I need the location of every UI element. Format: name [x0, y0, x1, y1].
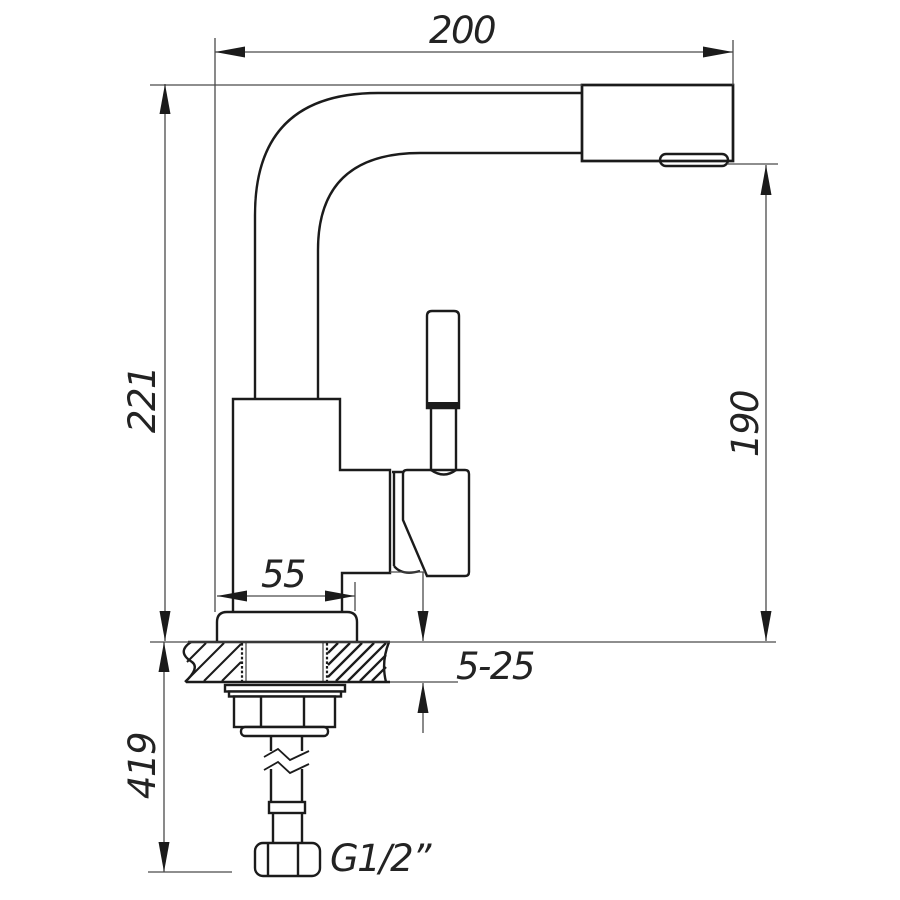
arrowhead-right	[325, 590, 355, 602]
faucet-body	[215, 397, 392, 642]
dim-label-below-deck-length: 419	[121, 733, 164, 799]
handle-lever-base-band	[427, 402, 459, 409]
handle-assembly	[392, 309, 471, 578]
dim-below-deck-length: 419	[121, 641, 776, 873]
countertop-section	[182, 640, 391, 684]
valve-housing	[401, 468, 471, 578]
spout-head-block	[580, 83, 735, 163]
dim-label-spout-reach: 200	[429, 9, 495, 52]
dim-label-outlet-height: 190	[724, 391, 767, 457]
hatch-right	[327, 642, 387, 682]
dim-deck-thickness: 5-25	[390, 571, 535, 733]
handle-stem	[429, 408, 458, 476]
neck-strip	[392, 470, 421, 574]
dim-base-width: 55	[217, 553, 356, 611]
arrowhead-right	[703, 46, 733, 58]
dim-height-to-deck: 221	[121, 84, 582, 641]
dim-label-base-width: 55	[261, 553, 305, 596]
arrowhead-left	[215, 46, 245, 58]
dim-label-height-to-deck: 221	[121, 367, 164, 433]
thread-callout: G1/2”	[330, 837, 434, 880]
arrowhead-up	[159, 84, 171, 114]
dim-spout-reach: 200	[214, 9, 734, 612]
hose-lower	[269, 769, 304, 802]
dim-label-deck-thickness: 5-25	[456, 645, 534, 688]
base-flange	[215, 610, 359, 642]
counter-left-break-edge	[182, 641, 196, 683]
supply-hose	[253, 736, 322, 878]
hose-tail	[271, 813, 304, 843]
arrowhead-down	[158, 842, 170, 872]
dim-outlet-height: 190	[724, 163, 778, 641]
mounting-nut	[232, 695, 337, 729]
arrowhead-down	[159, 611, 171, 641]
spout-outer-curve	[253, 91, 582, 400]
mounting-shank-threads	[240, 643, 329, 681]
arrowhead-down	[760, 611, 772, 641]
counter-right-break-edge	[382, 641, 391, 683]
hose-upper	[269, 736, 304, 751]
faucet-spout	[253, 91, 582, 400]
hatch-left	[185, 642, 242, 682]
hose-coupling	[267, 800, 307, 815]
arrowhead-down	[417, 611, 429, 641]
body-outline	[231, 397, 392, 612]
lower-washer	[239, 725, 330, 738]
spout-head	[580, 83, 735, 168]
spout-inner-curve	[316, 151, 582, 400]
thread-label: G1/2”	[330, 837, 432, 880]
hose-break-symbol	[263, 747, 310, 775]
arrowhead-up	[760, 165, 772, 195]
hose-connector-nut	[253, 841, 322, 878]
arrowhead-up	[158, 642, 170, 672]
arrowhead-left	[217, 590, 247, 602]
aerator-outlet	[658, 152, 730, 168]
handle-lever	[425, 309, 461, 410]
arrowhead-up	[417, 683, 429, 713]
mounting-hardware	[223, 683, 347, 738]
